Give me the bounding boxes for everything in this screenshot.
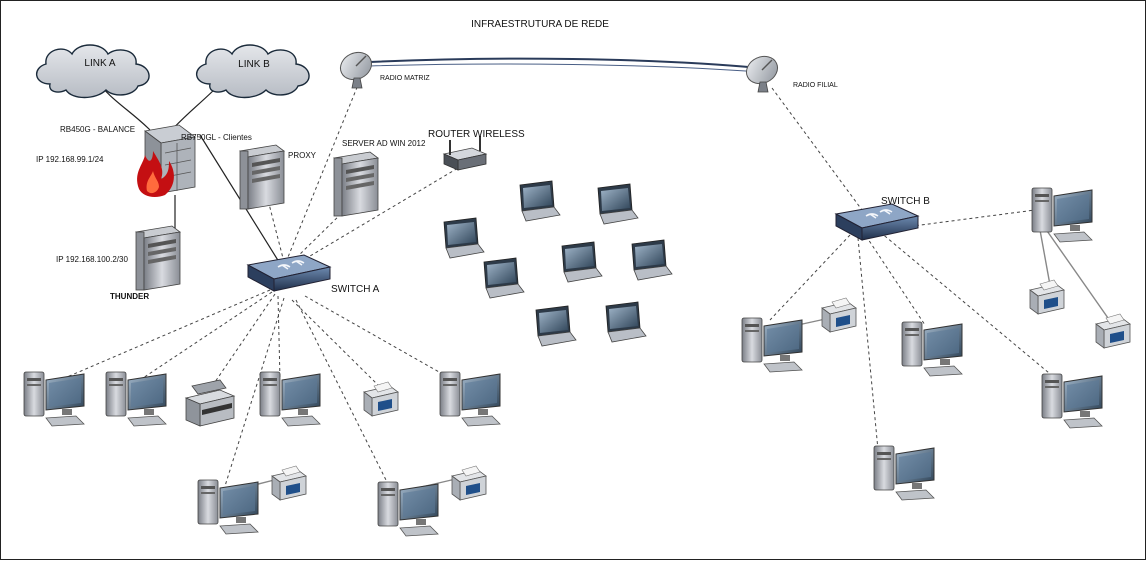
cloud-icon <box>195 44 310 99</box>
copier-icon <box>185 379 235 427</box>
connections <box>59 57 1109 493</box>
cloud-icon <box>35 44 150 99</box>
thunder-server <box>135 225 181 291</box>
desktop-icon <box>23 371 85 427</box>
firewall-icon <box>137 124 196 197</box>
switch-a <box>247 254 331 292</box>
desktop-icon <box>377 481 439 537</box>
router-wireless-label: ROUTER WIRELESS <box>428 129 525 140</box>
switch-b <box>835 203 919 241</box>
server-icon <box>333 151 379 217</box>
radio-link-line <box>369 57 761 69</box>
router-wireless <box>442 136 488 171</box>
printer-icon <box>821 297 857 333</box>
laptop-icon <box>483 257 525 299</box>
desktop-icon <box>259 371 321 427</box>
thunder-label: THUNDER <box>110 292 149 301</box>
cloud-link-a: LINK A <box>35 44 150 99</box>
laptops <box>443 180 673 347</box>
firewall-label: RB450G - BALANCE <box>60 125 135 134</box>
laptop-icon <box>597 183 639 225</box>
laptop-icon <box>605 301 647 343</box>
desktop-icon <box>1041 373 1103 429</box>
cloud-link-b: LINK B <box>195 44 310 99</box>
cloud-link-b-label: LINK B <box>238 59 270 70</box>
printer-icon <box>271 465 307 501</box>
printer-icon <box>451 465 487 501</box>
filial-clients <box>741 187 1131 501</box>
laptop-icon <box>631 239 673 281</box>
radio-matriz <box>335 46 377 89</box>
switch-icon <box>835 203 919 241</box>
laptop-icon <box>561 241 603 283</box>
desktop-icon <box>439 371 501 427</box>
router-icon <box>442 136 488 171</box>
matriz-clients <box>23 371 501 537</box>
router-clients-label: RB750GL - Clientes <box>181 133 252 142</box>
server-ad-label: SERVER AD WIN 2012 <box>342 139 426 148</box>
laptop-icon <box>519 180 561 222</box>
firewall <box>137 124 196 197</box>
proxy-server <box>239 144 285 210</box>
satellite-dish-icon <box>335 46 377 89</box>
cloud-link-a-label: LINK A <box>84 58 115 69</box>
server-ad <box>333 151 379 217</box>
desktop-icon <box>741 317 803 373</box>
firewall-ip-label: IP 192.168.99.1/24 <box>36 155 104 164</box>
laptop-icon <box>443 217 485 259</box>
satellite-dish-icon <box>741 50 783 93</box>
switch-icon <box>247 254 331 292</box>
desktop-icon <box>873 445 935 501</box>
laptop-icon <box>535 305 577 347</box>
radio-filial-label: RADIO FILIAL <box>793 82 838 89</box>
radio-filial <box>741 50 783 93</box>
radio-matriz-label: RADIO MATRIZ <box>380 75 430 82</box>
server-icon <box>239 144 285 210</box>
switch-b-label: SWITCH B <box>881 196 930 207</box>
printer-icon <box>1029 279 1065 315</box>
desktop-icon <box>901 321 963 377</box>
desktop-icon <box>105 371 167 427</box>
thunder-ip-label: IP 192.168.100.2/30 <box>56 255 128 264</box>
diagram-title: INFRAESTRUTURA DE REDE <box>471 19 609 30</box>
desktop-icon <box>197 479 259 535</box>
printer-icon <box>363 381 399 417</box>
switch-a-label: SWITCH A <box>331 284 380 295</box>
server-icon <box>135 225 181 291</box>
printer-icon <box>1095 313 1131 349</box>
proxy-label: PROXY <box>288 151 317 160</box>
